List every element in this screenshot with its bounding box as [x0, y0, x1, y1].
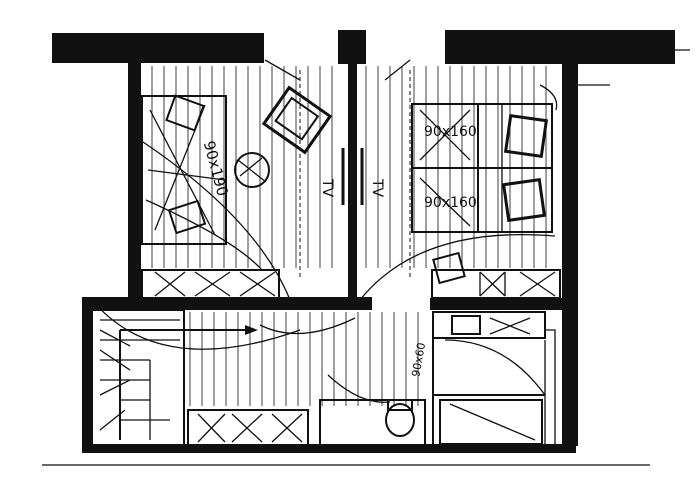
right-bedroom: 90x160 90x160 TV: [359, 84, 561, 301]
armchair: [261, 85, 333, 155]
sink: [451, 315, 481, 335]
door-swing-arc: [539, 84, 558, 111]
toilet: [385, 403, 415, 437]
stair-arrow: [245, 325, 258, 335]
pillow: [501, 177, 547, 223]
pillow: [503, 113, 549, 159]
bed-right-label-bottom: 90x160: [424, 195, 477, 211]
pillow: [165, 94, 205, 132]
bed-left: [141, 95, 227, 245]
desk-chair: [432, 251, 466, 285]
corridor-note: 90x60: [409, 342, 428, 378]
door-swing-arc: [145, 199, 263, 271]
bathroom: [319, 311, 556, 447]
door-label-left: TV: [319, 178, 335, 198]
hall-storage: [187, 409, 309, 447]
door-label-right: TV: [369, 178, 385, 198]
door-swing-arc: [444, 339, 546, 396]
structural-walls: [52, 30, 675, 453]
wardrobe-right: [431, 269, 561, 299]
door-swing-arc: [139, 139, 293, 306]
left-bedroom: 90x190 TV: [139, 85, 335, 306]
pillow: [167, 199, 207, 235]
round-side-table: [234, 152, 270, 188]
door-swing-arc: [359, 233, 556, 301]
hall: 90x60: [187, 317, 428, 447]
door-swing-arc: [327, 374, 391, 403]
central-doors: [264, 59, 411, 280]
bathtub: [439, 399, 543, 445]
door-swing-arc: [259, 317, 356, 335]
wardrobe-left: [141, 269, 280, 299]
bed-right-label-top: 90x160: [424, 124, 477, 140]
staircase: [91, 299, 301, 447]
